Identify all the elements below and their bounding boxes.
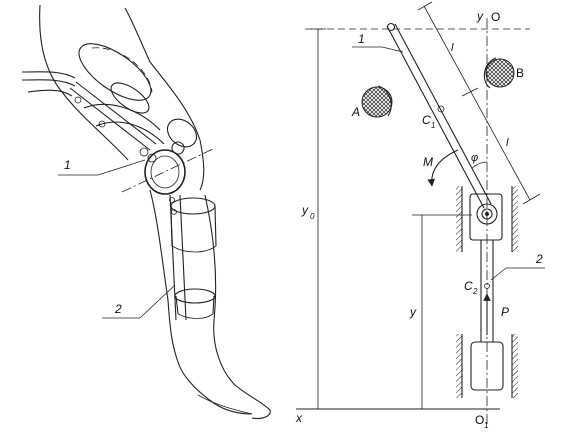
link-1-rod: [386, 22, 492, 209]
leg-drawing: [39, 4, 271, 420]
upper-slider-block: [456, 186, 518, 252]
label-angle-phi: φ: [471, 152, 478, 164]
callout-part-1-left: 1: [58, 158, 146, 176]
label-origin-o1: O: [475, 413, 484, 427]
exoskeleton-knee-joint: [121, 141, 216, 195]
lower-slider-block: [456, 334, 518, 398]
label-force-p: P: [501, 305, 509, 319]
label-center-c2-subscript: 2: [472, 287, 478, 296]
label-y0-subscript: 0: [310, 212, 315, 221]
label-moment-m: M: [423, 155, 433, 169]
label-dim-y: y: [409, 305, 417, 319]
label-center-c2: C: [464, 279, 473, 293]
label-point-b: B: [516, 66, 524, 80]
obstacle-a: [361, 85, 393, 118]
label-length-l-upper: l: [451, 42, 454, 54]
obstacle-b: [483, 57, 515, 89]
label-origin-o: O: [491, 10, 500, 24]
label-y0: y: [301, 203, 309, 217]
label-part-1-right: 1: [358, 32, 365, 46]
exoskeleton-shin-bar: [169, 194, 217, 321]
label-length-l-lower: l: [506, 137, 509, 149]
label-axis-y: y: [476, 9, 484, 23]
label-origin-o1-subscript: 1: [484, 421, 489, 430]
callout-part-2-left: 2: [102, 284, 176, 319]
length-dimension: [417, 1, 541, 205]
label-axis-x: x: [295, 411, 303, 425]
label-point-a: A: [351, 105, 360, 119]
link-2-rod: [480, 240, 494, 342]
label-part-2-right: 2: [535, 252, 543, 266]
exoskeleton-thigh-cuffs: [21, 43, 198, 151]
center-c2-point: [484, 283, 490, 289]
label-center-c1-subscript: 1: [431, 121, 435, 130]
moment-arrow: [427, 149, 459, 187]
center-c1-point: [437, 105, 445, 113]
label-center-c1: C: [422, 113, 431, 127]
kinematic-scheme: [296, 1, 545, 425]
label-part-1-left: 1: [64, 158, 71, 172]
label-part-2-left: 2: [114, 302, 122, 316]
